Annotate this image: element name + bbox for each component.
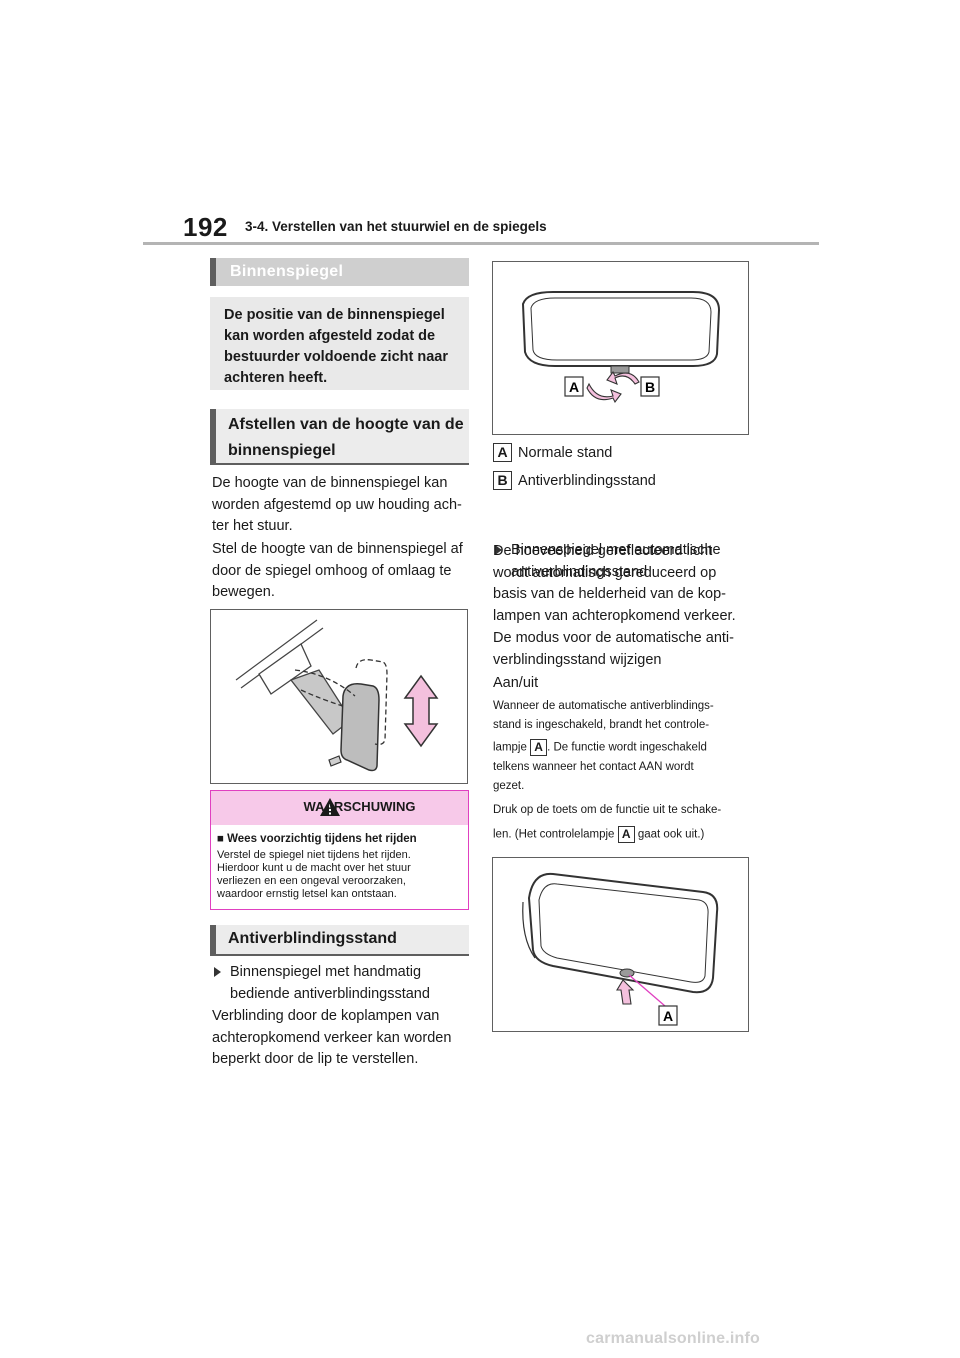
figure1-label-a: A <box>569 379 579 395</box>
warning-triangle-icon <box>320 798 340 816</box>
auto-paragraph-2: De modus voor de automatische anti- verb… <box>493 628 755 671</box>
warning-title: WAARSCHUWING <box>303 799 416 814</box>
text-line: bediende antiverblindingsstand <box>230 985 430 1002</box>
warning-bullet-heading: ■ Wees voorzichtig tijdens het rijden <box>217 833 417 845</box>
text-fragment: gaat ook uit.) <box>637 828 705 841</box>
heading-antiverblinding: Antiverblindingsstand <box>210 925 469 956</box>
label-box-a <box>564 376 584 397</box>
heading-hoogte-line: binnenspiegel <box>228 442 336 459</box>
rotate-arrow-right-icon <box>606 370 640 385</box>
text-line: Binnenspiegel met handmatig <box>230 964 422 980</box>
text-line: Stel de hoogte van de binnenspiegel af <box>212 541 463 557</box>
indicator-badge-a: A <box>530 739 548 756</box>
intro-line: De positie van de binnenspiegel <box>224 307 445 323</box>
text-line: stand is ingeschakeld, brandt het contro… <box>493 719 710 731</box>
text-line: Binnenspiegel met automatische <box>511 542 721 558</box>
figure-auto-mirror: A <box>492 857 749 1032</box>
auto-onoff: Aan/uit <box>493 675 539 691</box>
rotate-arrow-left-icon <box>586 382 622 404</box>
text-line-with-badge: lampje A. De functie wordt ingeschakeld <box>493 739 758 757</box>
press-arrow-icon <box>616 979 635 1005</box>
text-line: Wanneer de automatische antiverblindings… <box>493 700 714 712</box>
manual-mirror-paragraph: Verblinding door de koplampen van achter… <box>212 1006 474 1071</box>
heading-hoogte-line: Afstellen van de hoogte van de <box>228 416 464 433</box>
text-line: achteropkomend verkeer kan worden <box>212 1029 452 1046</box>
figure1-label-b: B <box>645 379 655 395</box>
manual-mirror-illustration: A B <box>521 291 721 404</box>
text-line: verliezen en een ongeval veroorzaken, <box>217 875 406 887</box>
figure3-label-a: A <box>663 1008 673 1024</box>
bullet-triangle-icon <box>495 545 502 555</box>
bullet-triangle-icon <box>214 967 221 977</box>
text-line-with-badge: len. (Het controlelampje A gaat ook uit.… <box>493 826 758 844</box>
text-line: Hierdoor kunt u de macht over het stuur <box>217 862 411 874</box>
legend-b: B Antiverblindingsstand <box>493 471 656 493</box>
manual-mirror-bullet: Binnenspiegel met handmatig bediende ant… <box>212 962 492 1005</box>
indicator-lamp-icon <box>619 968 635 978</box>
text-line: waardoor ernstig letsel kan ontstaan. <box>217 888 397 900</box>
text-fragment: len. (Het controlelampje <box>493 828 615 841</box>
auto-small-paragraph-2: Druk op de toets om de functie uit te sc… <box>493 802 758 844</box>
heading-binnenspiegel: Binnenspiegel <box>210 258 469 286</box>
legend-a-text: Normale stand <box>518 445 613 461</box>
intro-line: bestuurder voldoende zicht naar <box>224 349 448 365</box>
section-title: 3-4. Verstellen van het stuurwiel en de … <box>245 219 547 234</box>
label-box-a <box>658 1005 678 1026</box>
text-line: wordt automatisch gereduceerd op <box>493 564 717 581</box>
text-line: gezet. <box>493 779 525 792</box>
text-line: verblindingsstand wijzigen <box>493 651 662 668</box>
text-line: door de spiegel omhoog of omlaag te <box>212 562 452 579</box>
warning-box: WAARSCHUWING ■ Wees voorzichtig tijdens … <box>210 790 469 910</box>
watermark: carmanualsonline.info <box>586 1330 761 1347</box>
warning-body: Verstel de spiegel niet tijdens het rijd… <box>211 845 468 901</box>
text-line: beperkt door de lip te verstellen. <box>212 1051 419 1067</box>
text-line: worden afgestemd op uw houding ach- <box>212 496 462 513</box>
intro-box: De positie van de binnenspiegel kan word… <box>210 297 469 390</box>
auto-mirror-bullet: Binnenspiegel met automatische antiverbl… <box>493 540 773 583</box>
auto-mirror-illustration: A <box>522 872 719 1026</box>
figure-manual-mirror: A B <box>492 261 749 435</box>
figure-height-adjust <box>210 609 468 784</box>
warning-title-bar: WAARSCHUWING <box>211 791 468 825</box>
badge-b: B <box>493 471 512 490</box>
heading-hoogte: Afstellen van de hoogte van de binnenspi… <box>210 409 469 465</box>
page-number: 192 <box>183 212 228 242</box>
text-fragment: . De functie wordt ingeschakeld <box>547 741 707 754</box>
legend-b-text: Antiverblindingsstand <box>518 473 656 489</box>
header-rule <box>143 242 819 245</box>
text-line: Verstel de spiegel niet tijdens het rijd… <box>217 849 411 861</box>
indicator-badge-a: A <box>617 826 635 843</box>
text-line: antiverblindingsstand <box>511 563 648 580</box>
heading-antiverblinding-text: Antiverblindingsstand <box>228 930 397 947</box>
intro-line: achteren heeft. <box>224 370 328 386</box>
text-fragment: lampje <box>493 741 527 754</box>
text-line: ter het stuur. <box>212 518 293 534</box>
text-line: bewegen. <box>212 584 275 600</box>
text-line: Verblinding door de koplampen van <box>212 1008 440 1024</box>
text-line: lampen van achteropkomend verkeer. <box>493 607 736 624</box>
mirror-height-illustration <box>235 619 439 772</box>
legend-a: A Normale stand <box>493 443 612 465</box>
hoogte-paragraph-1: De hoogte van de binnenspiegel kan worde… <box>212 473 474 538</box>
badge-a: A <box>493 443 512 462</box>
text-line: De hoogte van de binnenspiegel kan <box>212 475 448 491</box>
text-line: Druk op de toets om de functie uit te sc… <box>493 804 722 816</box>
intro-line: kan worden afgesteld zodat de <box>224 328 436 344</box>
text-line: basis van de helderheid van de kop- <box>493 586 726 602</box>
text-line: De hoeveelheid gereflecteerd licht <box>493 543 713 559</box>
text-line: De modus voor de automatische anti- <box>493 630 734 646</box>
hoogte-paragraph-2: Stel de hoogte van de binnenspiegel af d… <box>212 539 474 604</box>
up-down-arrow-icon <box>403 674 439 748</box>
auto-small-paragraph-1: Wanneer de automatische antiverblindings… <box>493 698 758 795</box>
auto-paragraph-1: De hoeveelheid gereflecteerd licht wordt… <box>493 541 755 627</box>
label-box-b <box>640 376 660 397</box>
heading-binnenspiegel-text: Binnenspiegel <box>230 263 344 280</box>
text-line: telkens wanneer het contact AAN wordt <box>493 760 694 773</box>
